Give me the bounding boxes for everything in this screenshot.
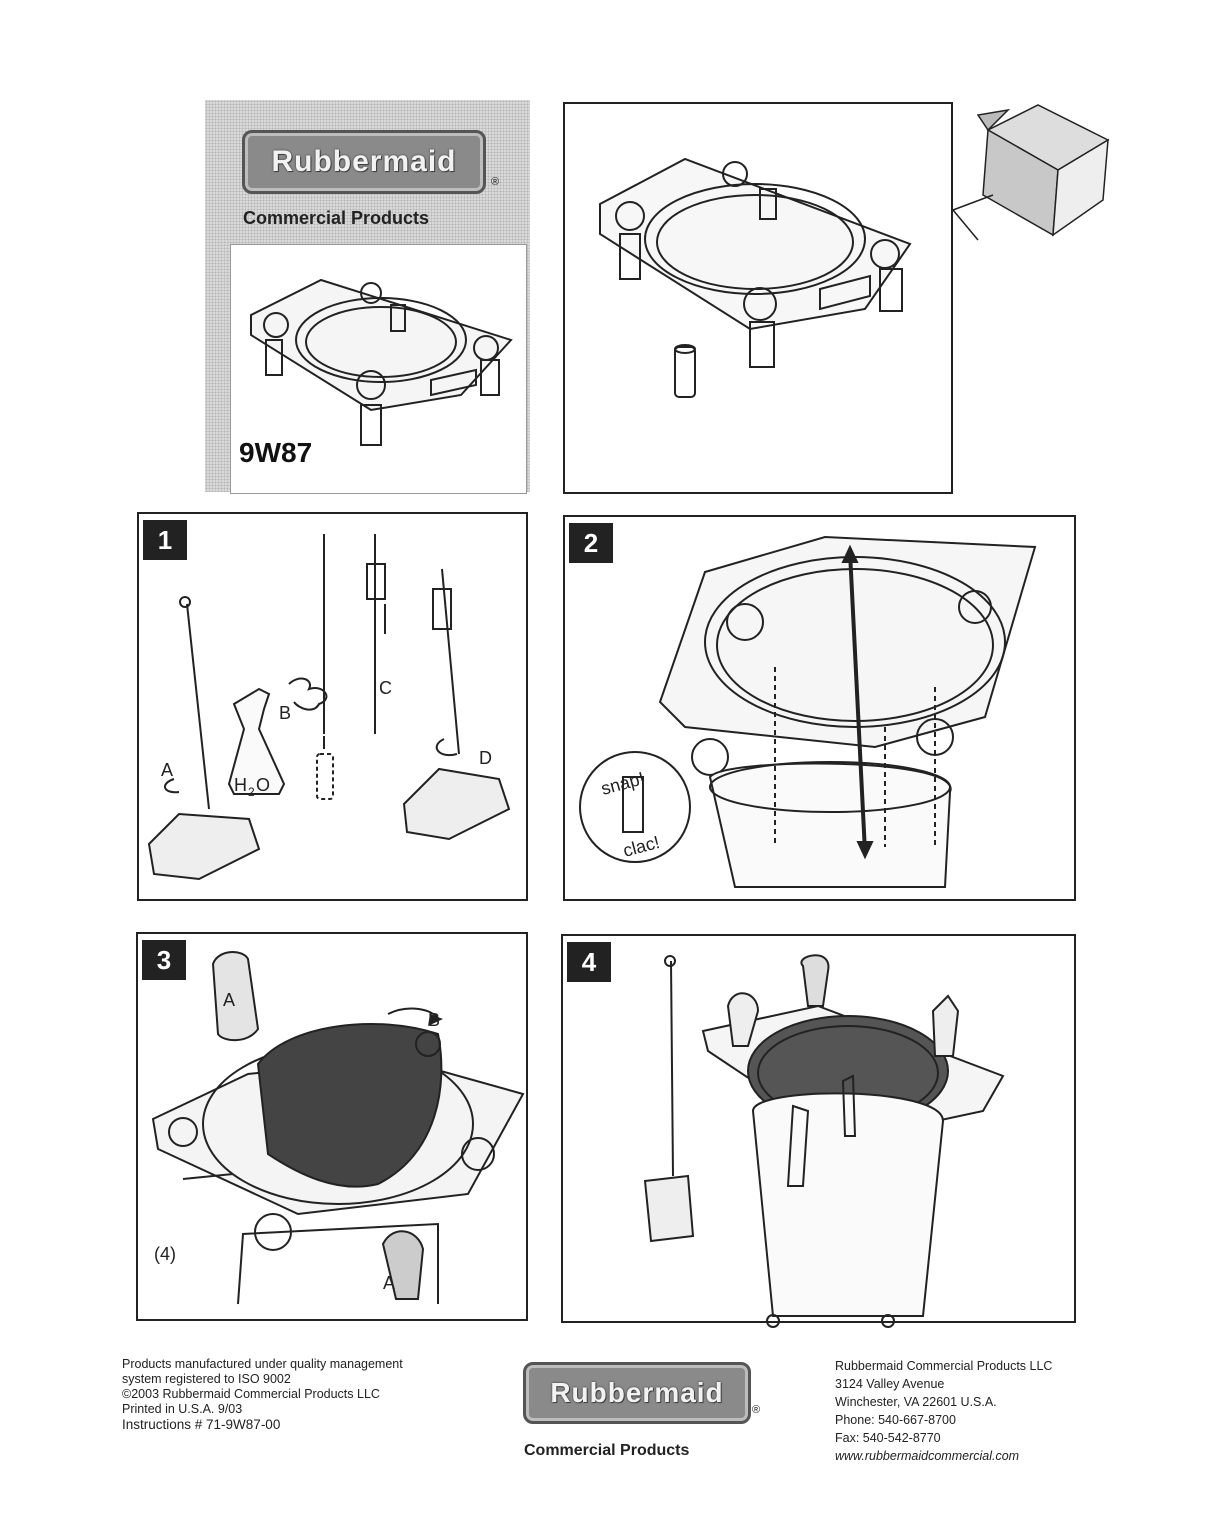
- cover-panel: Rubbermaid ® Commercial Products 9W87: [205, 100, 530, 494]
- footer-left-line: Products manufactured under quality mana…: [122, 1357, 403, 1371]
- step-4-panel: 4: [561, 934, 1076, 1328]
- step-1-label-c: C: [379, 678, 392, 698]
- footer-rubbermaid-logo: Rubbermaid: [523, 1362, 751, 1424]
- cover-image-frame: [230, 244, 527, 494]
- footer-right-line: 3124 Valley Avenue: [835, 1377, 945, 1391]
- footer-website-link[interactable]: www.rubbermaidcommercial.com: [835, 1449, 1020, 1463]
- footer-registered-mark: ®: [752, 1404, 761, 1416]
- step-1-label-b: B: [279, 703, 291, 723]
- footer-left: Products manufactured under quality mana…: [122, 1357, 403, 1432]
- step-1-label-d: D: [479, 748, 492, 768]
- step-3-illustration: A B (4) A: [151, 951, 525, 1305]
- step-1-h2o-o: O: [256, 775, 270, 795]
- footer-right: Rubbermaid Commercial Products LLC 3124 …: [835, 1357, 1052, 1465]
- step-1-label-a: A: [161, 760, 173, 780]
- step-1-number: 1: [143, 520, 187, 560]
- cart-base-illustration: [250, 278, 513, 446]
- step-3-label-a-roll: A: [223, 990, 235, 1010]
- step-1-h2o-h: H: [234, 775, 247, 795]
- step-2-illustration: snap! clac!: [579, 535, 1037, 888]
- step-3-label-four: (4): [154, 1244, 176, 1264]
- footer-left-line: Printed in U.S.A. 9/03: [122, 1402, 243, 1416]
- footer-left-line: system registered to ISO 9002: [122, 1372, 291, 1386]
- step-3-label-a-cloth: A: [383, 1273, 395, 1293]
- step-4-illustration: [643, 954, 1005, 1328]
- cart-base-parts-illustration: [599, 157, 912, 398]
- footer-logo-brand-text: Rubbermaid: [550, 1377, 724, 1408]
- step-3-number: 3: [142, 940, 186, 980]
- logo-brand-text: Rubbermaid: [271, 145, 457, 178]
- step-1-h2o-2: 2: [248, 785, 255, 799]
- rubbermaid-logo: Rubbermaid: [242, 130, 486, 194]
- step-1-panel: 1 A B C D H 2: [137, 512, 528, 901]
- box-icon: [952, 104, 1110, 241]
- footer-right-line: Winchester, VA 22601 U.S.A.: [835, 1395, 997, 1409]
- footer-right-line: Fax: 540-542-8770: [835, 1431, 941, 1445]
- cover-division-text: Commercial Products: [243, 208, 430, 228]
- step-3-label-b: B: [428, 1010, 440, 1030]
- footer-division-text: Commercial Products: [524, 1442, 690, 1459]
- footer-right-line: Phone: 540-667-8700: [835, 1413, 956, 1427]
- footer-left-line: ©2003 Rubbermaid Commercial Products LLC: [122, 1387, 380, 1401]
- model-number: 9W87: [239, 437, 313, 468]
- footer-left-line: Instructions # 71-9W87-00: [122, 1417, 281, 1432]
- step-2-panel: 2 snap! clac!: [563, 515, 1076, 901]
- registered-mark: ®: [491, 176, 500, 188]
- parts-panel: [563, 102, 953, 494]
- step-4-number: 4: [567, 942, 611, 982]
- footer-right-line: Rubbermaid Commercial Products LLC: [835, 1359, 1053, 1373]
- step-2-number: 2: [569, 523, 613, 563]
- step-3-panel: 3 A B (4) A: [136, 932, 528, 1321]
- step-1-illustration: A B C D H 2 O: [147, 534, 511, 881]
